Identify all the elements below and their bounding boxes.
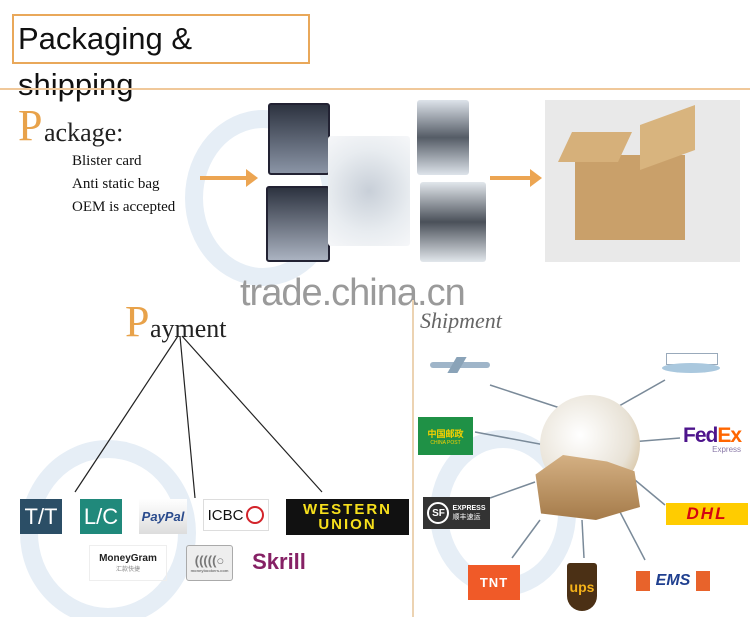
- page-title: Packaging & shipping: [12, 14, 310, 102]
- icbc-logo-icon: [246, 506, 265, 524]
- payment-initial: P: [125, 297, 150, 346]
- arrow-right-icon: [200, 169, 258, 187]
- payment-western-union: WESTERN UNION: [286, 499, 409, 535]
- sf-express-label: EXPRESS: [452, 505, 486, 512]
- fedex-ex: Ex: [717, 424, 742, 447]
- sf-logo: SF: [427, 502, 450, 524]
- watermark-text: trade.china.cn: [240, 272, 466, 314]
- arrow-right-icon: [490, 169, 542, 187]
- fedex-express: Express: [712, 445, 742, 454]
- icbc-label: ICBC: [207, 506, 244, 524]
- anti-static-bag-image: [420, 182, 486, 262]
- payment-moneybookers: (((((○ moneybookers.com: [186, 545, 233, 581]
- package-initial: P: [18, 101, 43, 150]
- package-item: OEM is accepted: [72, 199, 176, 215]
- china-post-label: 中国邮政: [427, 428, 464, 439]
- china-post-en: CHINA POST: [430, 439, 461, 446]
- moneybookers-label: moneybookers.com: [190, 568, 229, 573]
- carrier-dhl: DHL: [666, 503, 748, 525]
- ship-icon: [662, 335, 720, 375]
- payment-tt: T/T: [20, 499, 62, 534]
- moneygram-label: MoneyGram: [99, 553, 157, 564]
- payment-icbc: ICBC: [203, 499, 269, 531]
- payment-paypal: PayPal: [139, 499, 187, 534]
- moneybookers-rings-icon: (((((○: [194, 553, 225, 568]
- shipment-heading: Shipment: [420, 308, 502, 333]
- carrier-sf-express: SF EXPRESS 顺丰速运: [423, 497, 490, 529]
- carrier-fedex: FedEx Express: [683, 424, 742, 454]
- western-label: WESTERN: [303, 501, 392, 518]
- carrier-tnt: TNT: [468, 565, 520, 600]
- payment-moneygram: MoneyGram 汇款快捷: [89, 545, 167, 581]
- union-label: UNION: [318, 516, 377, 533]
- carton-box-image: [545, 100, 740, 262]
- payment-skrill: Skrill: [252, 548, 306, 574]
- carrier-china-post: 中国邮政 CHINA POST: [418, 417, 473, 455]
- package-item: Blister card: [72, 153, 142, 169]
- carrier-ups: ups: [567, 563, 597, 611]
- moneygram-sub: 汇款快捷: [115, 567, 140, 573]
- blister-card-image: [266, 186, 330, 262]
- section-divider: [412, 300, 414, 617]
- anti-static-bag-image: [328, 136, 410, 246]
- payment-heading: ayment: [150, 314, 227, 343]
- payment-lc: L/C: [80, 499, 122, 534]
- package-item: Anti static bag: [72, 176, 160, 192]
- divider: [0, 88, 750, 90]
- airplane-icon: [430, 357, 490, 373]
- anti-static-bag-image: [417, 100, 469, 175]
- package-heading: ackage:: [44, 118, 124, 147]
- sf-cn-label: 顺丰速运: [452, 514, 481, 521]
- carrier-ems: EMS: [636, 571, 710, 591]
- fedex-fed: Fed: [683, 424, 718, 447]
